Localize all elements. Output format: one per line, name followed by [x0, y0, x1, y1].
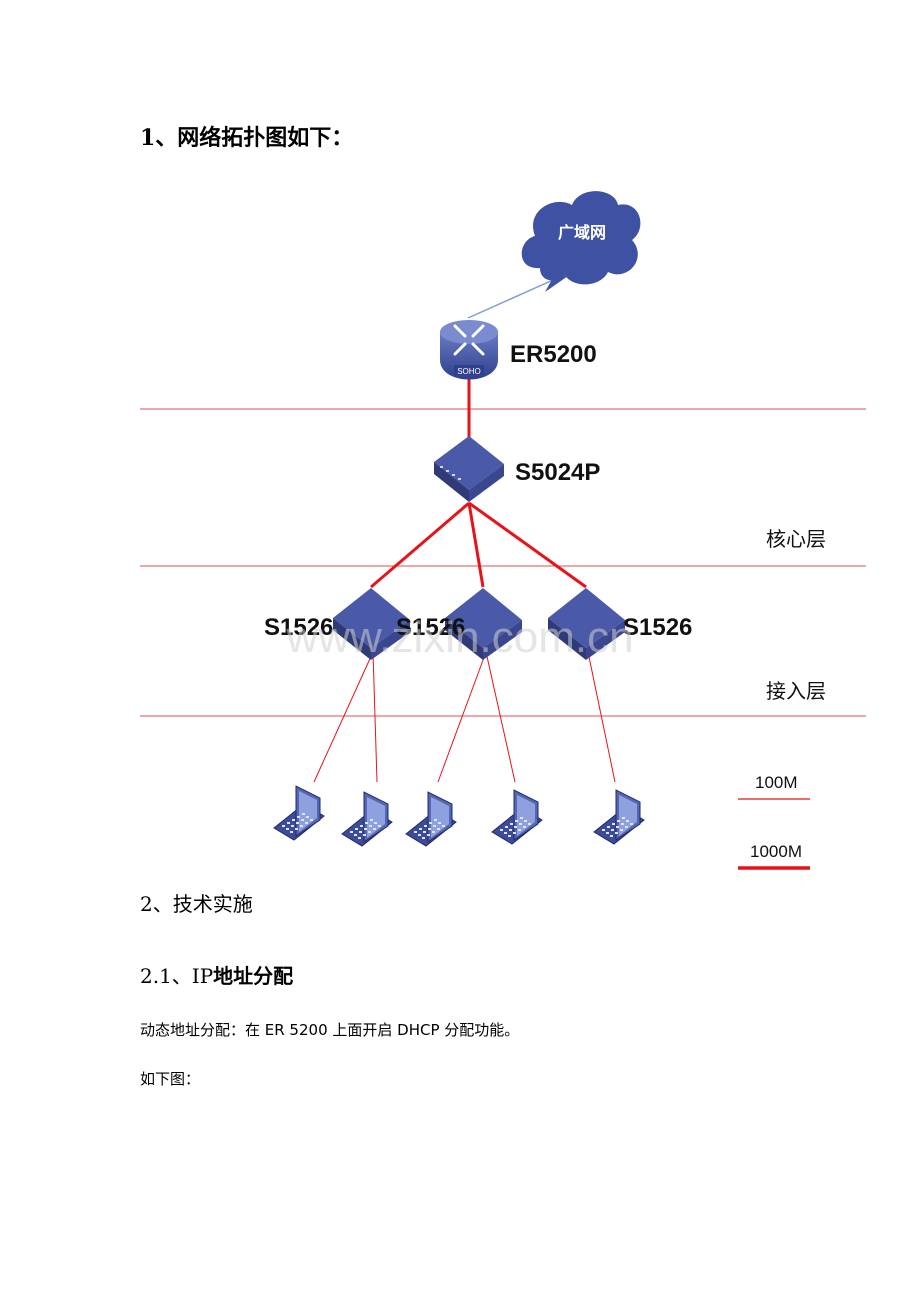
router-badge: SOHO	[457, 367, 481, 376]
wan-link	[467, 279, 554, 319]
paragraph-dhcp: 动态地址分配：在 ER 5200 上面开启 DHCP 分配功能。	[140, 1021, 520, 1039]
heading-ip-prefix: 2.1、IP	[140, 964, 214, 988]
access-switch-label-3: S1526	[623, 614, 692, 641]
laptop-icon-2	[341, 791, 393, 847]
access-switch-label-2: S1526	[396, 614, 465, 641]
laptop-icon-3	[405, 791, 457, 847]
access-switch-label-1: S1526	[264, 614, 333, 641]
section-heading-implementation: 2、技术实施	[140, 892, 253, 916]
access-switch-icon-3	[548, 588, 625, 660]
link-core-access-2	[467, 502, 485, 588]
router-icon	[440, 320, 498, 380]
laptop-icon-1	[273, 785, 325, 841]
layer-label-core: 核心层	[766, 528, 826, 551]
access-switch-icon-2	[445, 588, 522, 660]
router-label: ER5200	[510, 341, 597, 368]
links-access-laptops	[313, 651, 616, 783]
link-core-access-1	[370, 501, 470, 589]
core-switch-icon	[434, 436, 504, 502]
legend-label-1000m: 1000M	[750, 842, 802, 861]
paragraph-see-figure: 如下图：	[140, 1070, 201, 1088]
watermark: www.zixin.com.cn	[285, 613, 633, 662]
wan-cloud-icon	[521, 191, 641, 292]
laptop-icon-4	[491, 789, 543, 845]
laptop-icon-5	[593, 789, 645, 845]
cloud-label: 广域网	[558, 223, 606, 242]
section-heading-topology: 1、网络拓扑图如下：	[140, 125, 354, 151]
layer-label-access: 接入层	[766, 680, 826, 703]
core-switch-label: S5024P	[515, 459, 600, 486]
access-switch-icon-1	[333, 588, 410, 660]
legend-label-100m: 100M	[755, 773, 798, 792]
link-core-access-3	[468, 501, 587, 589]
section-heading-ip-allocation: 2.1、IP地址分配	[140, 960, 293, 989]
heading-ip-rest: 地址分配	[213, 964, 294, 988]
network-topology-diagram: 广域网 SOHO ER5200 S5024P	[140, 191, 866, 870]
